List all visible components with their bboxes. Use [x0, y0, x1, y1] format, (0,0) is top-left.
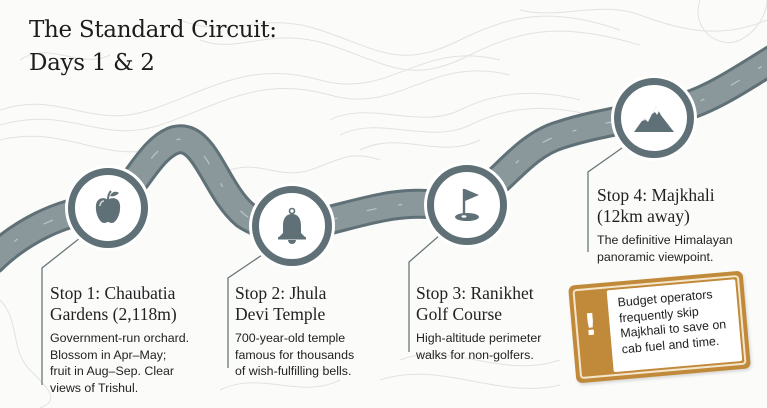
mountain-icon: [634, 106, 674, 132]
bell-icon: [278, 207, 306, 244]
golf-flag-icon: [455, 189, 479, 221]
stop-1-marker: [68, 168, 148, 248]
exclamation-icon: !: [582, 307, 599, 344]
stop-3-description: High-altitude perimeter walks for non-go…: [416, 331, 542, 362]
warning-text: Budget operators frequently skip Majkhal…: [606, 279, 743, 373]
stop-1-title: Stop 1: Chaubatia Gardens (2,118m): [50, 283, 177, 324]
apple-icon: [95, 190, 121, 223]
stop-4-card: Stop 4: Majkhali (12km away) The definit…: [597, 185, 765, 265]
stop-4-marker: [614, 78, 694, 158]
title-line-2: Days 1 & 2: [29, 50, 155, 76]
stop-2-description: 700-year-old temple famous for thousands…: [235, 331, 355, 379]
stop-1-card: Stop 1: Chaubatia Gardens (2,118m) Gover…: [50, 283, 225, 396]
stop-4-description: The definitive Himalayan panoramic viewp…: [597, 233, 733, 264]
stop-3-title: Stop 3: Ranikhet Golf Course: [416, 283, 534, 324]
stop-4-title: Stop 4: Majkhali (12km away): [597, 185, 715, 226]
stop-3-card: Stop 3: Ranikhet Golf Course High-altitu…: [416, 283, 576, 363]
title-line-1: The Standard Circuit:: [29, 17, 277, 43]
stop-2-title: Stop 2: Jhula Devi Temple: [235, 283, 327, 324]
page-title: The Standard Circuit: Days 1 & 2: [29, 14, 277, 80]
stop-3-marker: [427, 165, 507, 245]
stop-2-card: Stop 2: Jhula Devi Temple 700-year-old t…: [235, 283, 410, 380]
stop-2-marker: [252, 186, 332, 266]
warning-note: ! Budget operators frequently skip Majkh…: [568, 270, 751, 384]
stop-1-description: Government-run orchard. Blossom in Apr–M…: [50, 331, 190, 395]
